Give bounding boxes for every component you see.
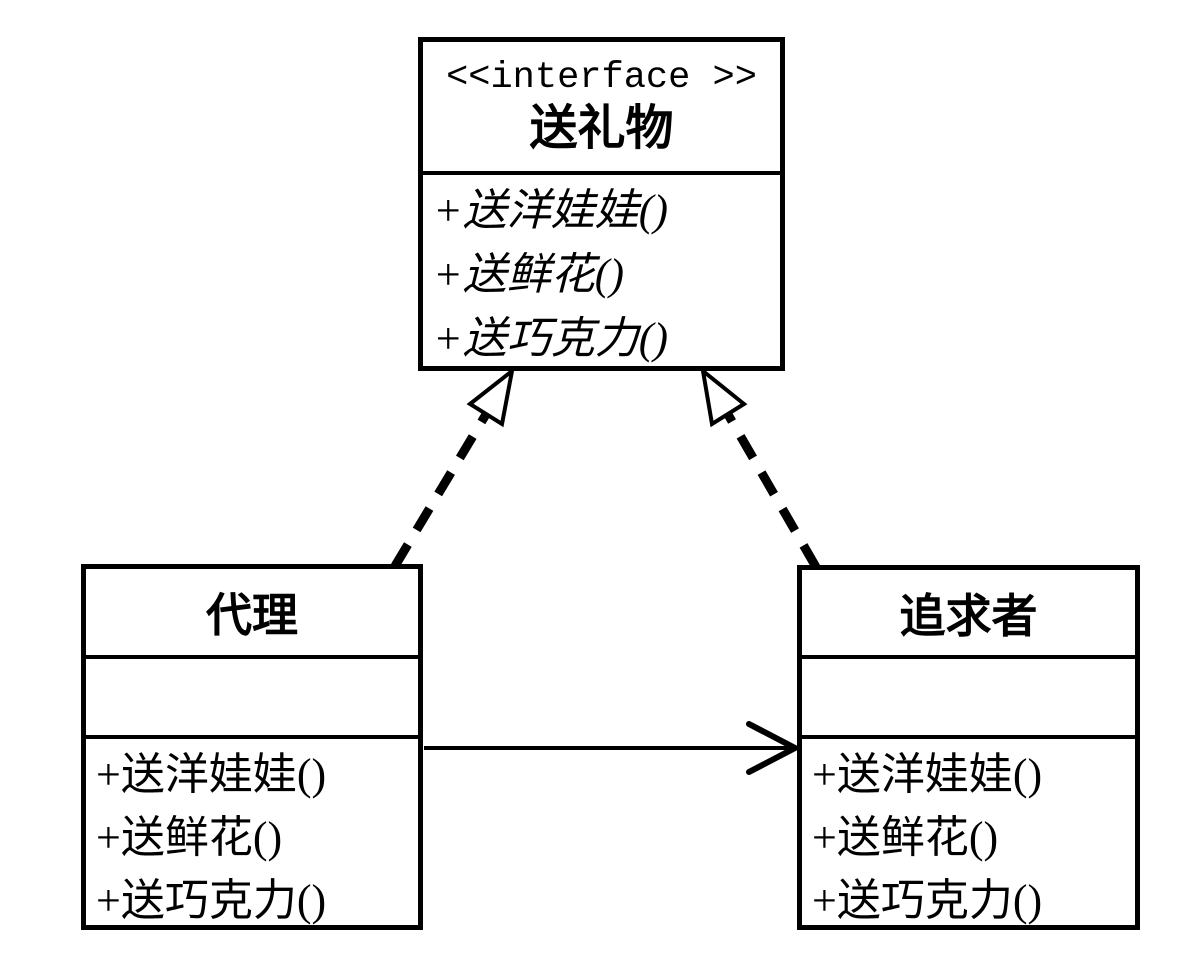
suitor-class-header: 追求者	[802, 570, 1135, 659]
method-item: +送鲜花()	[96, 813, 283, 862]
hollow-triangle-arrowhead-right	[700, 366, 748, 428]
hollow-triangle-arrowhead-left	[466, 366, 515, 428]
interface-stereotype: <<interface >>	[446, 56, 757, 99]
proxy-class-methods: +送洋娃娃() +送鲜花() +送巧克力()	[86, 739, 418, 932]
proxy-class-box: 代理 +送洋娃娃() +送鲜花() +送巧克力()	[81, 564, 423, 930]
realization-line-right	[722, 408, 820, 570]
method-item: +送巧克力()	[433, 314, 668, 363]
proxy-class-name: 代理	[206, 590, 298, 641]
interface-methods: +送洋娃娃() +送鲜花() +送巧克力()	[423, 175, 780, 371]
suitor-class-box: 追求者 +送洋娃娃() +送鲜花() +送巧克力()	[797, 565, 1140, 930]
method-item: +送巧克力()	[96, 876, 327, 925]
method-item: +送巧克力()	[812, 876, 1043, 925]
interface-box: <<interface >> 送礼物 +送洋娃娃() +送鲜花() +送巧克力(…	[418, 37, 785, 371]
interface-name: 送礼物	[529, 101, 674, 155]
realization-line-left	[391, 408, 492, 569]
method-item: +送洋娃娃()	[812, 750, 1043, 799]
proxy-class-header: 代理	[86, 569, 418, 659]
method-item: +送鲜花()	[433, 250, 624, 299]
interface-header: <<interface >> 送礼物	[423, 42, 780, 175]
suitor-class-methods: +送洋娃娃() +送鲜花() +送巧克力()	[802, 739, 1135, 932]
method-item: +送洋娃娃()	[96, 750, 327, 799]
open-arrowhead	[746, 721, 802, 775]
suitor-class-name: 追求者	[899, 590, 1038, 642]
method-item: +送洋娃娃()	[433, 186, 668, 235]
suitor-class-attributes	[802, 659, 1135, 739]
method-item: +送鲜花()	[812, 813, 999, 862]
proxy-class-attributes	[86, 659, 418, 739]
